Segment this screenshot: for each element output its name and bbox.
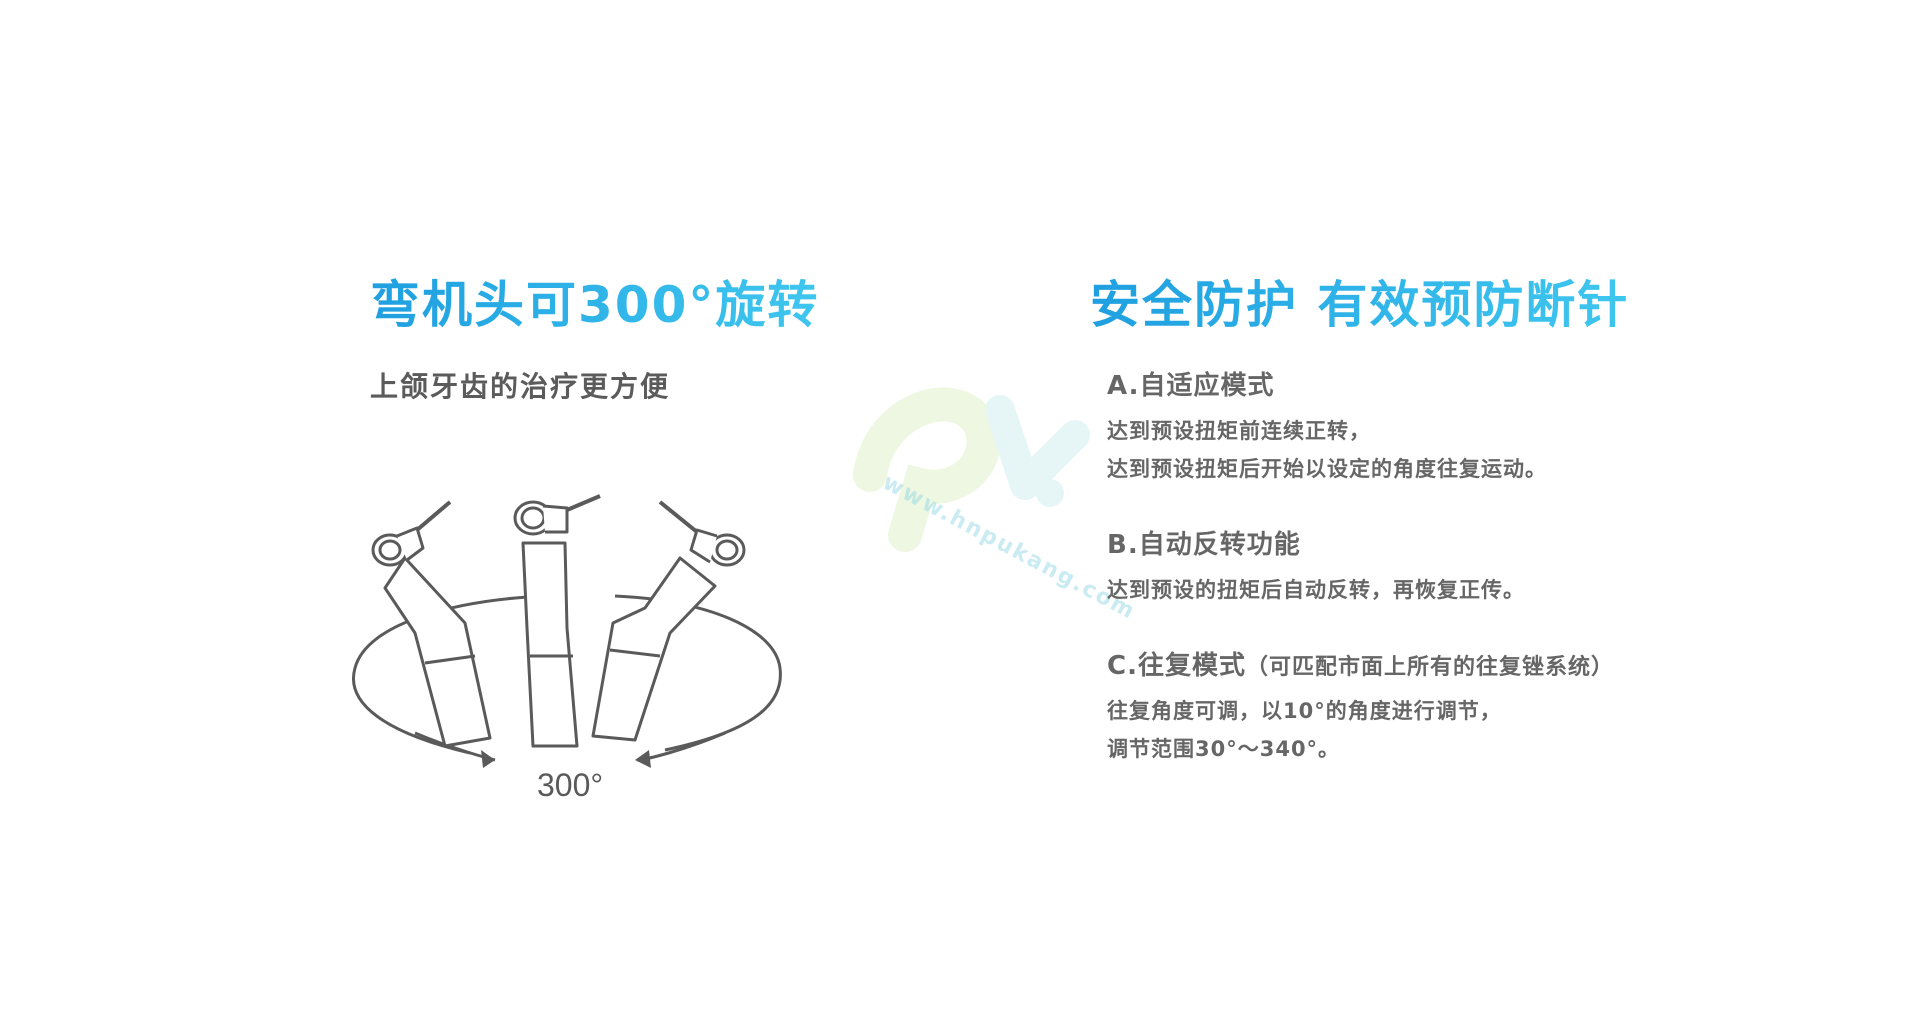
feature-head-text: B.自动反转功能	[1107, 530, 1301, 560]
left-title: 弯机头可300°旋转	[370, 276, 820, 334]
feature-line: 达到预设扭矩后开始以设定的角度往复运动。	[1107, 457, 1547, 481]
handpiece-right-icon	[591, 500, 746, 742]
handpiece-left-icon	[371, 500, 492, 748]
feature-head: C.往复模式（可匹配市面上所有的往复锉系统）	[1107, 645, 1807, 682]
left-subtitle: 上颌牙齿的治疗更方便	[370, 370, 671, 403]
right-title: 安全防护 有效预防断针	[1090, 276, 1630, 334]
handpiece-rotation-illustration: 300°	[352, 494, 782, 803]
handpiece-center-icon	[513, 494, 601, 748]
rotation-arrow-icon	[481, 750, 495, 768]
feature-line: 达到预设的扭矩后自动反转，再恢复正传。	[1107, 578, 1525, 602]
feature-b: B.自动反转功能 达到预设的扭矩后自动反转，再恢复正传。	[1107, 524, 1807, 609]
feature-a: A.自适应模式 达到预设扭矩前连续正转， 达到预设扭矩后开始以设定的角度往复运动…	[1107, 365, 1807, 488]
feature-line: 调节范围30°～340°。	[1107, 737, 1341, 761]
feature-line: 达到预设扭矩前连续正转，	[1107, 419, 1371, 443]
feature-head: B.自动反转功能	[1107, 524, 1807, 561]
feature-head-text: C.往复模式	[1107, 651, 1246, 681]
feature-note: （可匹配市面上所有的往复锉系统）	[1245, 655, 1614, 680]
feature-line: 往复角度可调，以10°的角度进行调节，	[1107, 699, 1502, 723]
pk-logo-watermark	[853, 387, 1090, 552]
feature-head: A.自适应模式	[1107, 365, 1807, 402]
rotation-arrow-icon-right	[635, 750, 651, 768]
feature-c: C.往复模式（可匹配市面上所有的往复锉系统） 往复角度可调，以10°的角度进行调…	[1107, 645, 1807, 768]
feature-list: A.自适应模式 达到预设扭矩前连续正转， 达到预设扭矩后开始以设定的角度往复运动…	[1107, 365, 1807, 804]
rotation-label: 300°	[537, 767, 603, 803]
feature-head-text: A.自适应模式	[1107, 371, 1275, 401]
